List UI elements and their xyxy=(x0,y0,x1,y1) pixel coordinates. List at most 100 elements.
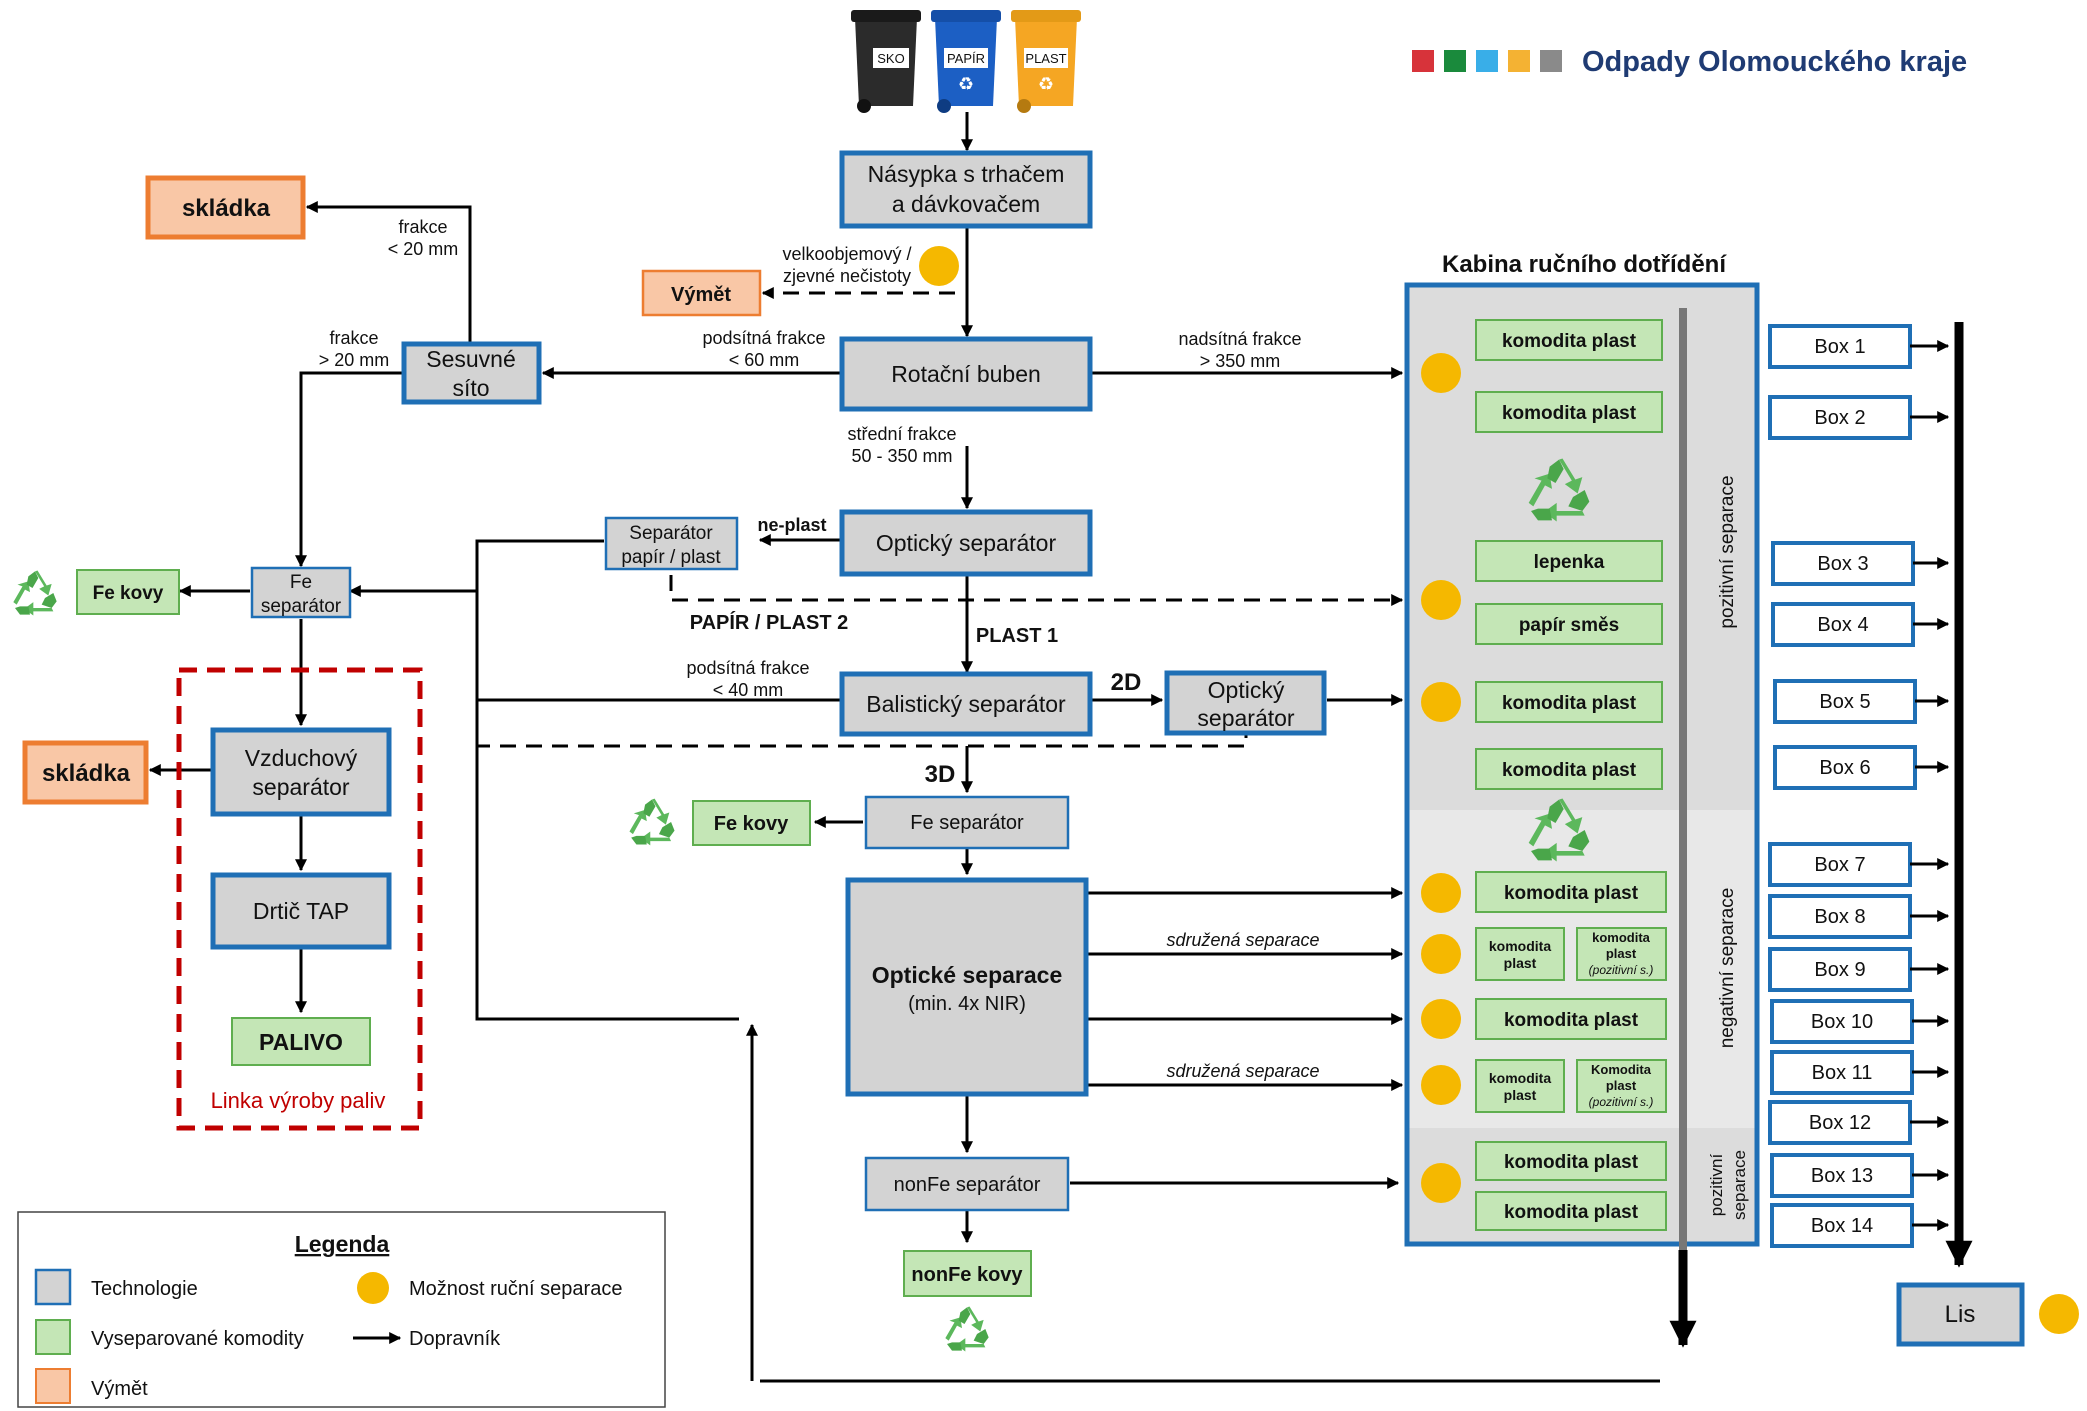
box-label: Box 3 xyxy=(1817,553,1868,575)
node-fe-kovy-mid: Fe kovy xyxy=(692,800,811,846)
label-nadsitna-size: > 350 mm xyxy=(1200,351,1281,371)
node-nasypka-line2: a dávkovačem xyxy=(892,191,1040,217)
box-item: Box 13 xyxy=(1770,1153,1950,1198)
manual-separation-dot xyxy=(919,246,959,286)
node-balisticky-separator-label: Balistický separátor xyxy=(866,691,1066,717)
manual-separation-dot xyxy=(1421,682,1461,722)
node-vymet: Výmět xyxy=(641,269,762,317)
node-sesuvne-sito-line1: Sesuvné xyxy=(426,346,516,372)
bin-plast: PLAST ♻ xyxy=(1011,10,1081,113)
cabin-item: komodita plast xyxy=(1475,681,1663,723)
cabin-item: komodita plast xyxy=(1475,1059,1565,1113)
node-sesuvne-sito: Sesuvné síto xyxy=(401,341,542,405)
node-vzduchovy-separator: Vzduchový separátor xyxy=(210,727,392,817)
edge-labels: frakce < 20 mm frakce > 20 mm velkoobjem… xyxy=(319,217,1320,1081)
node-nonfe-kovy-label: nonFe kovy xyxy=(911,1264,1023,1286)
node-drtic-tap-label: Drtič TAP xyxy=(253,898,349,924)
brand-square-lightblue xyxy=(1476,50,1498,72)
label-velkoobjemovy: velkoobjemový / xyxy=(782,244,911,264)
bin-label: PLAST xyxy=(1025,51,1066,66)
cabin-item-label: plast xyxy=(1504,1087,1537,1103)
box-item: Box 1 xyxy=(1768,324,1950,369)
node-opticky-separator-2: Optický separátor xyxy=(1164,670,1327,736)
manual-separation-dot xyxy=(2039,1294,2079,1334)
manual-separation-dot xyxy=(1421,1163,1461,1203)
manual-separation-dot xyxy=(1421,1065,1461,1105)
box-label: Box 12 xyxy=(1809,1112,1871,1134)
box-item: Box 8 xyxy=(1768,894,1950,939)
cabin-item-label: plast xyxy=(1606,946,1637,961)
brand-square-red xyxy=(1412,50,1434,72)
bin-papir: PAPÍR ♻ xyxy=(931,10,1001,113)
manual-separation-dot xyxy=(1421,873,1461,913)
node-nasypka-line1: Násypka s trhačem xyxy=(868,161,1065,187)
cabin-item-label: komodita xyxy=(1489,1070,1551,1086)
label-papir-plast-2: PAPÍR / PLAST 2 xyxy=(690,611,849,634)
node-nonfe-separator-label: nonFe separátor xyxy=(894,1174,1041,1196)
box-label: Box 2 xyxy=(1814,407,1865,429)
fuel-line-label: Linka výroby paliv xyxy=(211,1088,386,1113)
header-color-squares xyxy=(1412,50,1562,72)
node-sesuvne-sito-line2: síto xyxy=(452,375,489,401)
bin-label-box xyxy=(873,48,909,68)
node-fe-separator-mid-label: Fe separátor xyxy=(910,812,1024,834)
node-fe-separator-left-line2: separátor xyxy=(261,596,342,617)
legend-dot-icon xyxy=(357,1272,389,1304)
node-opticky-separator-2-line2: separátor xyxy=(1197,705,1295,731)
cabin-item-label: plast xyxy=(1606,1078,1637,1093)
cabin-item: papír směs xyxy=(1475,603,1663,645)
cabin-item-label: (pozitivní s.) xyxy=(1589,963,1654,977)
node-vzduchovy-separator-line2: separátor xyxy=(252,774,350,800)
cabin-item-label: lepenka xyxy=(1534,552,1605,573)
box-item: Box 14 xyxy=(1770,1203,1950,1248)
recycle-icon xyxy=(629,798,675,846)
cabin-item-label: komodita plast xyxy=(1502,760,1637,781)
legend-frame xyxy=(17,1211,666,1408)
box-item: Box 3 xyxy=(1771,541,1950,586)
label-stredni: střední frakce xyxy=(847,424,956,444)
cabin-item: Komodita plast (pozitivní s.) xyxy=(1576,1059,1667,1113)
label-ne-plast: ne-plast xyxy=(757,515,826,535)
box-item: Box 11 xyxy=(1770,1050,1950,1095)
cabin-item: komodita plast xyxy=(1475,871,1667,913)
manual-separation-dot xyxy=(1421,580,1461,620)
node-separator-papir-plast-line1: Separátor xyxy=(629,523,713,544)
node-nasypka: Násypka s trhačem a dávkovačem xyxy=(839,150,1093,229)
box-label: Box 9 xyxy=(1814,959,1865,981)
fuel-line-frame xyxy=(176,667,423,1131)
cabin-item-label: komodita xyxy=(1592,930,1651,945)
node-drtic-tap: Drtič TAP xyxy=(210,872,392,950)
node-fe-kovy-left: Fe kovy xyxy=(76,569,180,615)
cabin-side-positive-1: pozitivní separace xyxy=(1717,475,1738,628)
cabin-item-label: komodita plast xyxy=(1502,403,1637,424)
box-label: Box 8 xyxy=(1814,906,1865,928)
node-opticky-separator: Optický separátor xyxy=(839,509,1093,577)
bin-label-box xyxy=(944,48,988,68)
legend-swatch-technologie xyxy=(34,1268,72,1306)
cabin-item-label: komodita plast xyxy=(1504,1202,1639,1223)
cabin-item: komodita plast xyxy=(1475,748,1663,790)
bin-sko: SKO xyxy=(851,10,921,113)
node-opticke-separace: Optické separace (min. 4x NIR) xyxy=(845,877,1089,1097)
cabin-item: komodita plast xyxy=(1475,998,1667,1040)
node-fe-separator-left-line1: Fe xyxy=(290,572,312,593)
cabin-side-positive-2b: separace xyxy=(1730,1150,1749,1220)
node-fe-separator-mid: Fe separátor xyxy=(864,795,1070,850)
node-skladka-top: skládka xyxy=(145,175,306,240)
node-vymet-label: Výmět xyxy=(671,284,731,306)
cabin-side-positive-2a: pozitivní xyxy=(1707,1154,1726,1217)
bin-label-box xyxy=(1024,48,1068,68)
label-sdruzena-1: sdružená separace xyxy=(1166,930,1319,950)
box-item: Box 10 xyxy=(1770,999,1950,1044)
label-zjevne-necistoty: zjevné nečistoty xyxy=(783,266,911,286)
node-vzduchovy-separator-line1: Vzduchový xyxy=(245,745,358,771)
recycle-icon xyxy=(13,570,57,616)
label-nadsitna: nadsítná frakce xyxy=(1178,329,1301,349)
label-3d: 3D xyxy=(925,761,956,788)
header-title: Odpady Olomouckého kraje xyxy=(1582,46,1967,78)
cabin-item-label: komodita xyxy=(1489,938,1551,954)
manual-separation-dot xyxy=(1421,353,1461,393)
label-plast-1: PLAST 1 xyxy=(976,625,1058,647)
label-frakce-lt20-size: < 20 mm xyxy=(388,239,459,259)
